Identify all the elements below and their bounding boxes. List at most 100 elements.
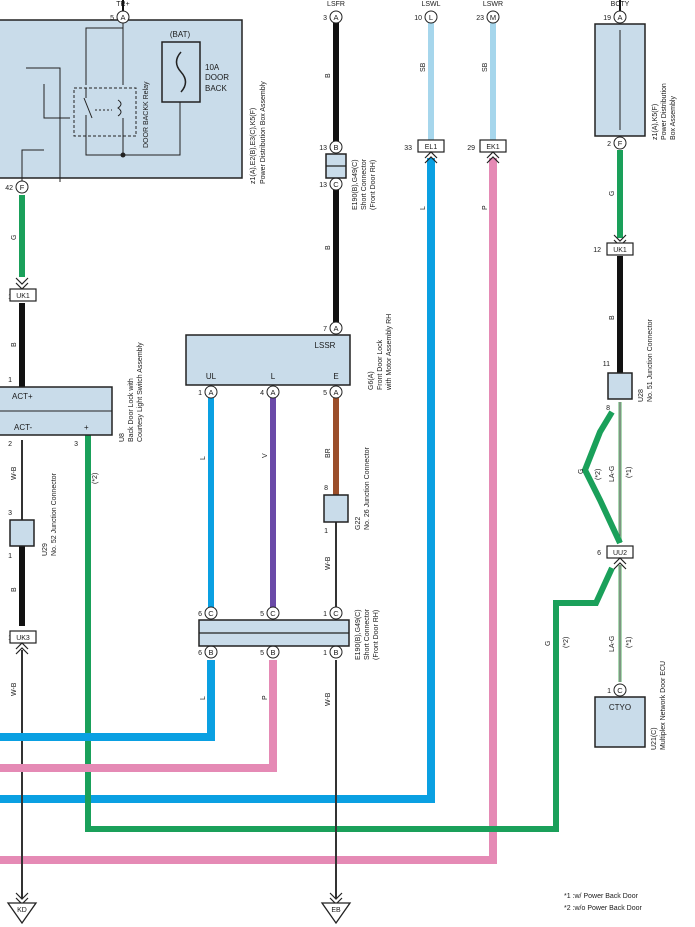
pin-letter-1c2: C <box>617 686 623 695</box>
u8-name-2: Courtesy Light Switch Assembly <box>137 342 144 442</box>
pin-num-1c: 1 <box>323 611 327 618</box>
pin-circle-1c2 <box>613 683 627 697</box>
label-lsfr: LSFR <box>327 1 345 8</box>
footnote-1: *1 :w/ Power Back Door <box>564 893 639 900</box>
ground-kd: KD <box>6 892 38 925</box>
pdb-right-id: z1(A),K5(F) <box>652 104 659 140</box>
power-distribution-box-right: z1(A),K5(F) Power Distribution Box Assem… <box>594 23 677 140</box>
pin-letter-23m: M <box>490 13 496 22</box>
u29-name: No. 52 Junction Connector <box>51 472 58 556</box>
pin-num-2f: 2 <box>607 141 611 148</box>
g6-name-1: Front Door Lock <box>377 339 384 390</box>
pin-num-13c: 13 <box>319 182 327 189</box>
pin-num-6b: 6 <box>198 650 202 657</box>
uu2-label: UU2 <box>613 550 627 557</box>
wire-label-n1b: (*1) <box>626 637 633 648</box>
u21-body <box>594 696 646 748</box>
short-top-name-1: Short Connector <box>361 158 368 210</box>
pin-num-3a: 3 <box>323 15 327 22</box>
wire-label-b1: B <box>325 73 332 78</box>
fuse-icon <box>175 51 187 93</box>
pin-circle-7a <box>329 321 343 335</box>
wire-label-wb1: W-B <box>11 466 18 480</box>
pin-num-uu2-6: 6 <box>597 550 601 557</box>
wire-label-n2c: (*2) <box>563 637 570 648</box>
wire-blue-left <box>0 660 215 741</box>
g6-body <box>185 334 351 386</box>
g6-l: L <box>271 372 276 381</box>
u8-name-1: Back Door Lock with <box>128 378 135 442</box>
u8-id: U8 <box>119 433 126 442</box>
pdb-right-name-2: Box Assembly <box>670 96 677 140</box>
wire-label-wb2: W-B <box>11 682 18 696</box>
pin-letter-5c: C <box>270 609 276 618</box>
pin-circle-5a2 <box>329 385 343 399</box>
pin-num-42f: 42 <box>5 185 13 192</box>
pdb-right-name-1: Power Distribution <box>661 83 668 140</box>
pin-letter-6c: C <box>208 609 214 618</box>
pdb-left-id: z1(A),E2(B),E3(C),K5(F) <box>250 108 257 184</box>
pin-num-u28-11: 11 <box>603 361 610 368</box>
pin-letter-6b: B <box>208 648 213 657</box>
g6-ul: UL <box>206 372 217 381</box>
pin-circle-23m <box>486 10 500 24</box>
fuse-label-1: 10A <box>205 63 220 72</box>
wire-el1-blue <box>0 158 435 803</box>
wire-label-lag1: LA-G <box>609 466 616 482</box>
wire-label-br1: BR <box>325 448 332 458</box>
wire-label-b5: B <box>609 315 616 320</box>
relay-circuit <box>21 12 181 182</box>
pin-circle-1a <box>204 385 218 399</box>
pin-letter-5a: A <box>120 13 125 22</box>
pin-letter-19a: A <box>617 13 622 22</box>
pin-letter-2f: F <box>618 139 623 148</box>
fuse-label-2: DOOR <box>205 73 229 82</box>
wire-label-wb4: W-B <box>325 692 332 706</box>
pin-num-u29-3: 3 <box>8 510 12 517</box>
pin-num-1b: 1 <box>323 650 327 657</box>
wire-label-v1: V <box>262 453 269 458</box>
wire-label-g4: G <box>545 641 552 646</box>
pin-num-7a: 7 <box>323 326 327 333</box>
wire-label-p1: P <box>482 205 489 210</box>
wire-label-l1: L <box>420 206 427 210</box>
wire-label-sb1: SB <box>420 62 427 72</box>
uk1-label: UK1 <box>16 293 30 300</box>
pin-num-10l: 10 <box>414 15 422 22</box>
u21-multiplex-door-ecu: CTYO U21(C) Multiplex Network Door ECU <box>594 661 667 750</box>
pin-letter-1b: B <box>333 648 338 657</box>
pin-num-23m: 23 <box>476 15 484 22</box>
pin-num-19a: 19 <box>603 15 611 22</box>
pin-num-13b: 13 <box>319 145 327 152</box>
short-mid-name-1: Short Connector <box>364 608 371 660</box>
u28-id: U28 <box>638 389 645 402</box>
pin-num-5a: 5 <box>110 15 114 22</box>
g6-name-2: with Motor Assembly RH <box>386 314 393 391</box>
relay-junction <box>120 152 126 158</box>
ground-eb-icon <box>320 902 352 925</box>
ground-eb: EB <box>320 892 352 925</box>
wire-label-wb3: W-B <box>325 556 332 570</box>
pin-circle-13b <box>329 140 343 154</box>
pin-num-u8-3: 3 <box>74 441 78 448</box>
pin-circle-5a <box>116 10 130 24</box>
el1-chevron <box>424 151 438 164</box>
u29-junction-connector: U29 No. 52 Junction Connector <box>9 472 58 556</box>
wire-label-n2a: (*2) <box>92 473 99 484</box>
wire-label-b4: B <box>11 587 18 592</box>
power-distribution-box-left: (BAT) 10A DOOR BACK DOOR BACKK Relay z1(… <box>0 12 267 184</box>
pin-num-ek1-29: 29 <box>467 145 475 152</box>
pin-num-u29-1: 1 <box>8 553 12 560</box>
u29-id: U29 <box>42 543 49 556</box>
u21-id: U21(C) <box>651 727 658 750</box>
g6-lssr: LSSR <box>315 341 336 350</box>
wire-label-n1: (*1) <box>626 467 633 478</box>
pin-circle-42f <box>15 180 29 194</box>
u8-back-door-lock: ACT+ ACT- + U8 Back Door Lock with Court… <box>0 342 144 442</box>
short-mid-name-2: (Front Door RH) <box>373 610 380 660</box>
pin-circle-3a <box>329 10 343 24</box>
ek1-label: EK1 <box>486 144 499 151</box>
wire-color-labels: B B SB SB L P G B W-B B W-B (*2) L V BR … <box>11 62 633 706</box>
g6-front-door-lock: LSSR UL L E G6(A) Front Door Lock with M… <box>185 314 393 391</box>
wire-label-l2: L <box>200 456 207 460</box>
